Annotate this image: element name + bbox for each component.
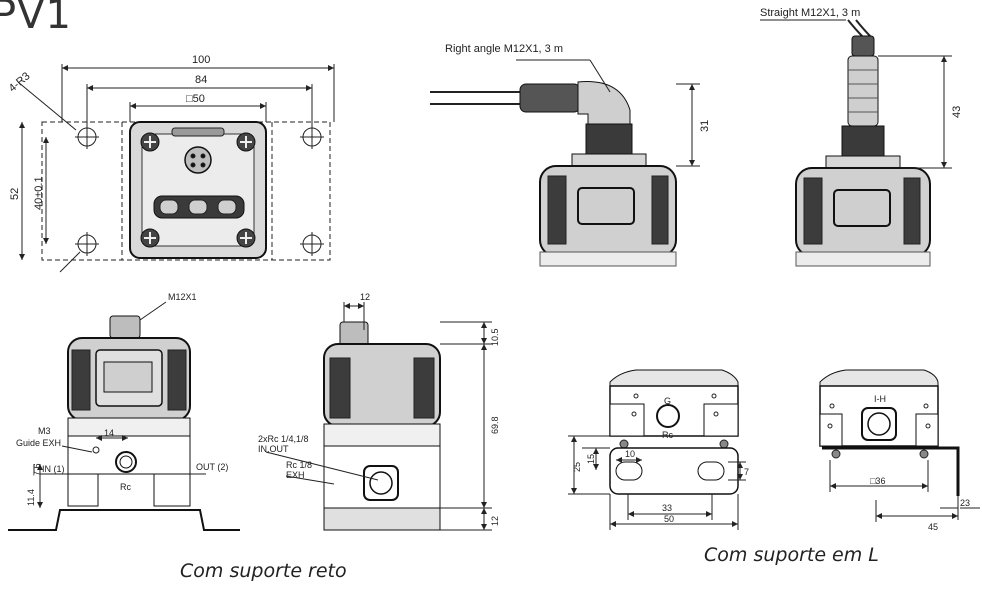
dim-50-l: 50 [664, 514, 674, 524]
caption-l-bracket: Com suporte em L [704, 544, 879, 566]
port-label-2: IN,OUT [258, 444, 289, 454]
rc-label-l: Rc [662, 430, 673, 440]
g-label: G [664, 396, 671, 406]
straight-view [760, 19, 952, 267]
rc-label: Rc [120, 482, 131, 492]
port-icon [656, 404, 680, 428]
dim-33: 33 [662, 503, 672, 513]
in1-label: IN (1) [42, 464, 65, 474]
dim-7-6: 7.6 [32, 463, 42, 476]
straight-bracket [8, 509, 240, 531]
straight-cable-label: Straight M12X1, 3 m [760, 7, 860, 19]
page-title-fragment: PV1 [0, 0, 72, 38]
m12-label: M12X1 [168, 292, 197, 302]
dim-10: 10 [625, 449, 635, 459]
dim-14: 14 [104, 428, 114, 438]
dim-12-bottom: 12 [490, 516, 500, 526]
port-label-1: 2xRc 1/4,1/8 [258, 434, 309, 444]
top-view-drawing [17, 64, 335, 273]
right-angle-cable-label: Right angle M12X1, 3 m [445, 43, 563, 55]
mounting-hole [300, 125, 324, 149]
right-angle-view [430, 59, 700, 267]
side-bracket-view [265, 302, 492, 531]
guide-exh-label: Guide EXH [16, 438, 61, 448]
dim-84: 84 [195, 74, 207, 86]
front-bracket-view [8, 301, 240, 531]
exh-label-2: EXH [286, 470, 305, 480]
mounting-hole [300, 232, 324, 256]
ht-label: I-H [874, 394, 886, 404]
dim-43: 43 [951, 106, 963, 118]
l-bracket-side-view [819, 369, 980, 522]
out2-label: OUT (2) [196, 462, 228, 472]
dim-40: 40±0.1 [33, 176, 45, 210]
connector-nut [585, 123, 633, 155]
dim-69-8: 69.8 [490, 416, 500, 434]
dim-31: 31 [699, 120, 711, 132]
dim-12-top: 12 [360, 292, 370, 302]
dim-15: 15 [586, 454, 596, 464]
dim-25: 25 [572, 462, 582, 472]
dim-45: 45 [928, 522, 938, 532]
l-bracket [822, 446, 960, 496]
caption-straight-bracket: Com suporte reto [180, 560, 347, 582]
connector-nut [841, 125, 885, 157]
dim-52: 52 [9, 188, 21, 200]
connector-icon [184, 146, 212, 174]
dim-23: 23 [960, 498, 970, 508]
m3-label: M3 [38, 426, 51, 436]
dim-10-5: 10.5 [490, 328, 500, 346]
dim-11-4: 11.4 [26, 489, 36, 506]
l-bracket-front-view [568, 369, 746, 530]
straight-bracket-side [323, 507, 441, 531]
dim-7: 7 [744, 467, 749, 477]
mounting-hole [75, 232, 99, 256]
mounting-hole [75, 125, 99, 149]
dim-100: 100 [192, 54, 210, 66]
dim-36: □36 [870, 476, 885, 486]
dim-50: □50 [186, 93, 205, 105]
exh-label-1: Rc 1/8 [286, 460, 312, 470]
